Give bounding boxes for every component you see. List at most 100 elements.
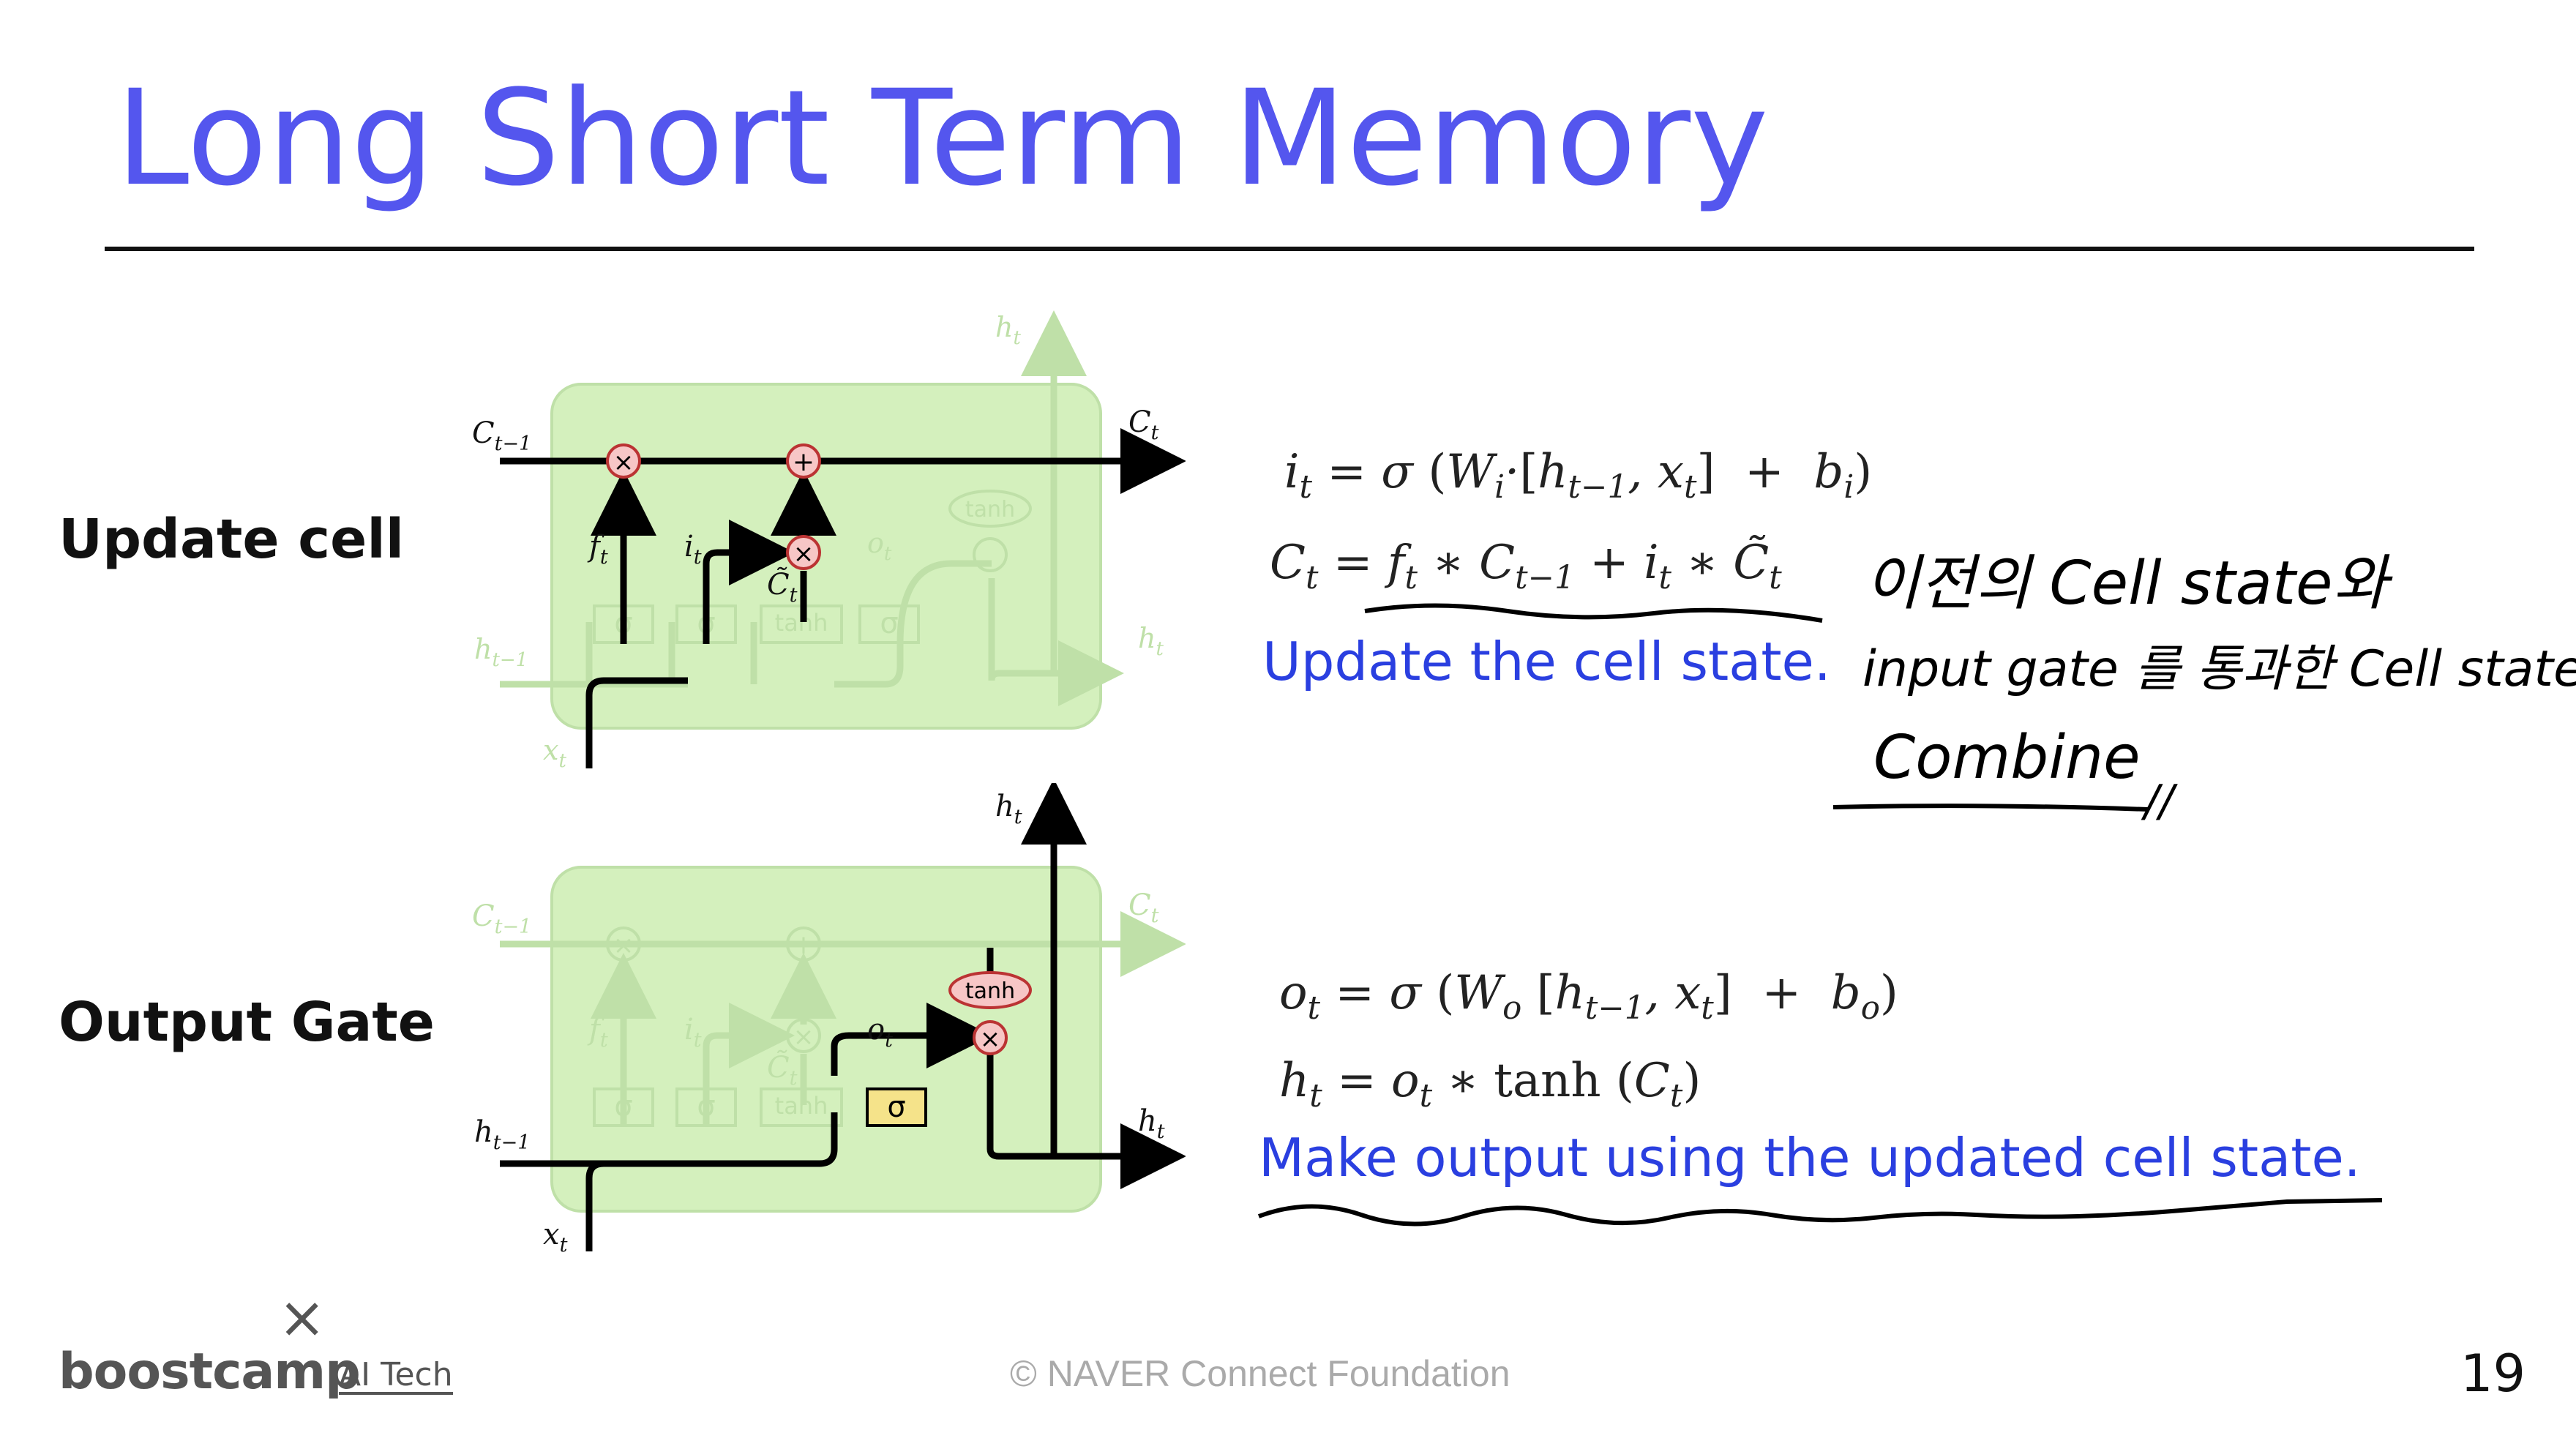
slide-title: Long Short Term Memory — [116, 62, 1769, 215]
svg-text:ot: ot — [867, 1013, 893, 1052]
add-gate — [786, 443, 821, 479]
label-f-sub: t — [600, 546, 608, 569]
handwritten-note-line1: 이전의 Cell state와 — [1865, 549, 2388, 618]
svg-text:C̃t: C̃t — [767, 567, 798, 607]
label-h-top: h — [995, 790, 1014, 823]
underline-combine — [1832, 804, 2149, 812]
boostcamp-logo: boostcamp — [59, 1343, 361, 1401]
svg-text:Ct−1: Ct−1 — [472, 899, 531, 938]
label-x-sub: t — [560, 1234, 568, 1257]
forget-multiply-gate — [606, 443, 641, 479]
label-c-next-sub: t — [1151, 422, 1159, 444]
label-x: x — [543, 1218, 560, 1251]
output-gate-label: Output Gate — [59, 991, 435, 1054]
svg-text:ht: ht — [1138, 622, 1164, 660]
ai-tech-logo: AI Tech — [339, 1358, 453, 1396]
label-f-sub: t — [600, 1029, 608, 1052]
svg-text:xt: xt — [543, 734, 566, 772]
faded-sigma-box — [858, 604, 920, 644]
faded-tanh-label: tanh — [965, 497, 1015, 523]
times-symbol: × — [980, 1025, 1001, 1054]
label-h-prev: h — [474, 633, 492, 665]
faded-multiply-gate — [786, 1018, 821, 1053]
sigma-label: σ — [887, 1090, 905, 1124]
label-h-top-sub: t — [1014, 806, 1022, 828]
svg-text:Ct: Ct — [1128, 405, 1159, 444]
faded-add-gate — [786, 926, 821, 962]
faded-sigma-label: σ — [880, 607, 898, 640]
handwritten-ditto-mark: // — [2144, 776, 2174, 827]
output-sigma-box — [866, 1087, 927, 1127]
times-symbol: × — [793, 539, 815, 569]
svg-text:ht: ht — [995, 311, 1021, 349]
svg-text:ft: ft — [587, 1013, 608, 1052]
label-x-sub: t — [558, 750, 566, 772]
faded-times-symbol: × — [613, 931, 634, 960]
equation-input-gate: it = σ (Wi·[ht−1, xt] + bi) — [1284, 445, 1873, 506]
plus-symbol: + — [793, 447, 815, 477]
label-o-sub: t — [884, 543, 892, 565]
equation-output-gate: ot = σ (Wo [ht−1, xt] + bo) — [1279, 966, 1898, 1027]
label-o-sub: t — [885, 1029, 893, 1052]
svg-text:Ct−1: Ct−1 — [472, 416, 531, 455]
label-h-prev: h — [474, 1115, 493, 1149]
label-c-next: C — [1128, 405, 1151, 439]
faded-plus-symbol: + — [793, 930, 815, 960]
label-ctilde: C̃ — [767, 1050, 790, 1085]
output-multiply-gate — [973, 1020, 1008, 1055]
svg-text:Ct: Ct — [1128, 888, 1159, 927]
tanh-gate — [948, 971, 1032, 1009]
label-h-prev-sub: t−1 — [493, 1131, 531, 1154]
faded-sigma-label: σ — [697, 1090, 715, 1123]
svg-text:ht−1: ht−1 — [474, 633, 528, 671]
label-h-top: h — [995, 311, 1013, 343]
equation-cell-update: Ct = ft ∗ Ct−1 + it ∗ C̃t — [1270, 536, 1782, 596]
label-x: x — [543, 734, 558, 766]
faded-sigma-box — [675, 1087, 737, 1127]
label-o: o — [867, 527, 884, 559]
label-h-next-sub: t — [1156, 638, 1164, 660]
svg-text:ht: ht — [1138, 1104, 1165, 1143]
label-h-top-sub: t — [1013, 327, 1021, 349]
label-ctilde-sub: t — [790, 1067, 798, 1090]
handwritten-note-line2: input gate 를 통과한 Cell state — [1862, 640, 2576, 698]
svg-text:ht−1: ht−1 — [474, 1115, 530, 1154]
label-c-prev-sub: t−1 — [495, 916, 532, 938]
label-h-prev-sub: t−1 — [492, 649, 528, 671]
label-c-prev-sub: t−1 — [495, 433, 532, 455]
label-ctilde-sub: t — [790, 584, 798, 607]
label-c-next: C — [1128, 888, 1151, 922]
input-multiply-gate — [786, 535, 821, 570]
times-symbol: × — [613, 448, 634, 477]
faded-times-symbol: × — [793, 1022, 815, 1052]
handwritten-note-line3: Combine — [1873, 723, 2141, 793]
copyright-footer: © NAVER Connect Foundation — [1010, 1353, 1510, 1394]
label-i: i — [684, 530, 694, 564]
faded-sigma-box — [593, 1087, 654, 1127]
faded-tanh-label: tanh — [775, 1092, 828, 1120]
faded-tanh-gate — [948, 490, 1032, 528]
svg-text:ot: ot — [867, 527, 892, 565]
equation-hidden-state: ht = ot ∗ tanh (Ct) — [1279, 1054, 1701, 1115]
label-c-prev: C — [472, 416, 495, 450]
faded-multiply-gate — [973, 537, 1008, 572]
logo-x-mark: × — [278, 1285, 326, 1351]
lstm-output-gate-diagram: × + × σ σ tanh Ct−1 Ct ft it C̃t σ tanh … — [472, 783, 1186, 1257]
svg-text:it: it — [684, 1013, 702, 1052]
svg-text:it: it — [684, 530, 702, 569]
svg-text:C̃t: C̃t — [767, 1050, 798, 1090]
label-i: i — [684, 1013, 694, 1046]
label-h-next: h — [1138, 622, 1156, 654]
faded-multiply-gate — [606, 926, 641, 962]
lstm-update-cell-diagram: σ σ tanh σ tanh ht−1 ht ht xt ot × + × C… — [472, 310, 1186, 772]
update-note: Update the cell state. — [1262, 631, 1831, 692]
label-ctilde: C̃ — [767, 567, 790, 602]
label-i-sub: t — [694, 1029, 702, 1052]
label-c-prev: C — [472, 899, 495, 933]
faded-sigma-label: σ — [614, 1090, 632, 1123]
label-h-next-sub: t — [1157, 1120, 1165, 1143]
label-c-next-sub: t — [1151, 905, 1159, 927]
underline-output-note — [1257, 1198, 2383, 1227]
faded-tanh-box — [760, 1087, 843, 1127]
tanh-label: tanh — [965, 978, 1015, 1004]
